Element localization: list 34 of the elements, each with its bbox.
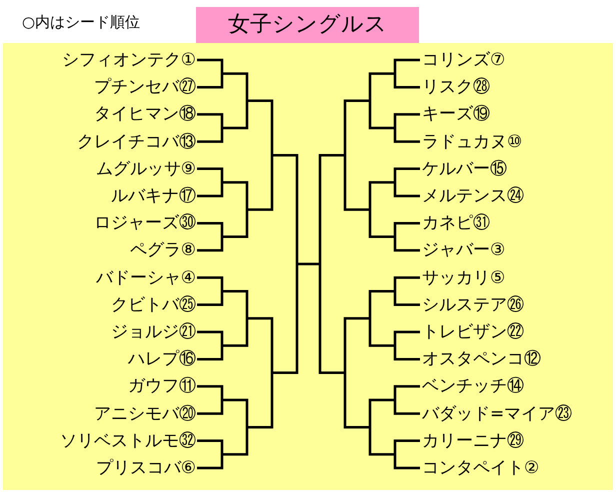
player-name: リスク㉘ <box>422 76 490 98</box>
player-name: カネピ㉛ <box>422 212 490 234</box>
seed-note: ○内はシード順位 <box>22 12 140 32</box>
player-name: ガウフ⑪ <box>128 375 196 398</box>
player-name: プチンセバ㉗ <box>94 76 196 98</box>
player-name: クビトバ㉕ <box>111 294 196 316</box>
player-name: クレイチコバ⑬ <box>77 130 196 153</box>
player-name: カリーニナ㉙ <box>422 430 524 452</box>
player-name: バドーシャ④ <box>96 266 196 289</box>
player-name: オスタペンコ⑫ <box>422 348 541 370</box>
player-name: ケルバー⑮ <box>422 158 507 180</box>
player-name: トレビザン㉒ <box>422 321 524 343</box>
player-name: メルテンス㉔ <box>422 185 524 207</box>
player-name: ルバキナ⑰ <box>111 185 196 207</box>
player-name: ラドュカヌ⑩ <box>422 130 522 153</box>
player-name: サッカリ⑤ <box>422 266 506 289</box>
player-name: ロジャーズ㉚ <box>94 212 196 234</box>
player-name: プリスコバ⑥ <box>96 457 196 479</box>
player-name: アニシモバ⑳ <box>94 402 196 425</box>
player-name: ジャバー③ <box>422 239 506 262</box>
player-name: タイヒマン⑱ <box>94 103 196 126</box>
player-name: ジョルジ㉑ <box>111 321 196 343</box>
player-name: ムグルッサ⑨ <box>96 158 196 180</box>
player-name: バダッド=マイア㉓ <box>422 402 572 425</box>
player-name: キーズ⑲ <box>422 103 490 126</box>
player-name: ソリベストルモ㉜ <box>60 430 196 452</box>
player-name: ペグラ⑧ <box>130 239 196 262</box>
player-name: コンタペイト② <box>422 457 540 479</box>
player-name: シフィオンテク① <box>62 49 196 71</box>
title-banner: 女子シングルス <box>196 7 419 43</box>
player-name: コリンズ⑦ <box>422 49 506 71</box>
player-name: ハレプ⑯ <box>128 348 196 370</box>
player-name: シルステア㉖ <box>422 294 524 316</box>
player-name: ベンチッチ⑭ <box>422 375 524 398</box>
